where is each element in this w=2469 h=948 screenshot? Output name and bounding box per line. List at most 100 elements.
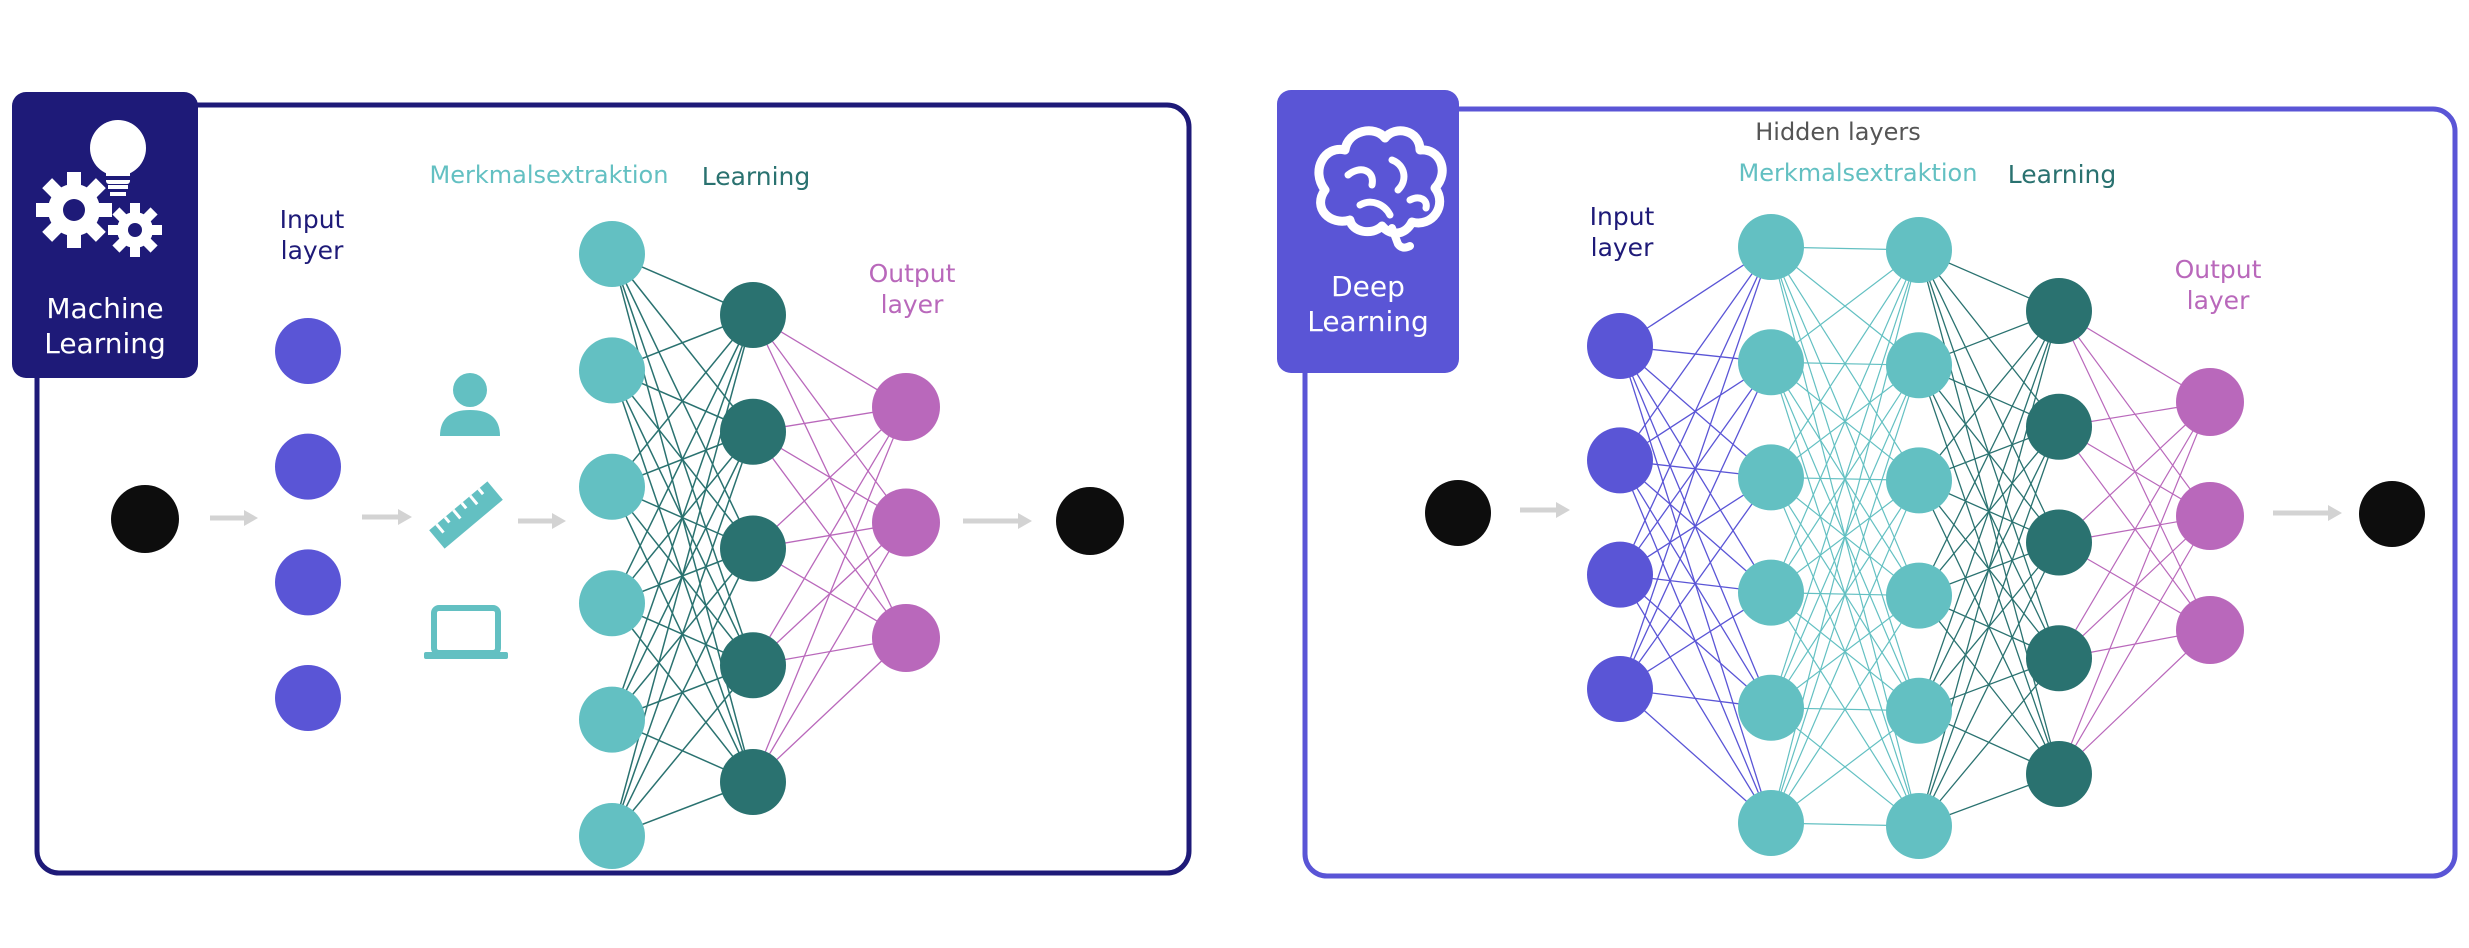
ml-badge-title-line2: Learning xyxy=(44,327,166,360)
output-node xyxy=(872,373,940,441)
feature-learning-edge xyxy=(1918,310,2060,481)
dl-badge-title-line1: Deep xyxy=(1331,270,1405,303)
feature-learning-edge xyxy=(611,431,754,837)
feature-learning-edge xyxy=(1918,310,2060,712)
feature-learning-edge xyxy=(611,314,754,604)
ml-badge-title-line1: Machine xyxy=(46,292,163,325)
feature-node xyxy=(579,337,645,404)
input-node xyxy=(275,433,341,500)
dl-input-label-line1: Input xyxy=(1590,202,1655,231)
feature-node xyxy=(1886,562,1952,629)
feature-node xyxy=(1886,447,1952,514)
dl-frame xyxy=(1302,106,2458,879)
ml-input-label-line2: layer xyxy=(281,236,344,265)
feature-learning-edge xyxy=(611,314,754,488)
input-feature-edge xyxy=(1619,246,1772,690)
feature-node xyxy=(579,686,645,753)
input-node xyxy=(275,665,341,731)
feature-feature-edge xyxy=(1770,480,1920,824)
dl-hidden-layers-label: Hidden layers xyxy=(1755,118,1921,146)
feature-feature-edge xyxy=(1770,249,1920,478)
learning-output-edge xyxy=(2058,426,2211,631)
ml-output-label-line1: Output xyxy=(869,259,956,288)
input-node xyxy=(1587,313,1653,379)
learning-output-edge xyxy=(752,637,907,783)
output-node xyxy=(2176,482,2244,550)
input-node xyxy=(275,549,341,616)
input-feature-edge xyxy=(1619,688,1772,824)
feature-feature-edge xyxy=(1770,595,1920,824)
ml-frame xyxy=(34,102,1192,876)
learning-output-edge xyxy=(752,406,907,783)
input-data-node xyxy=(1425,480,1491,546)
feature-node xyxy=(1886,217,1952,283)
learning-node xyxy=(720,749,786,815)
learning-node xyxy=(2026,393,2092,460)
feature-node xyxy=(579,570,645,637)
brain-icon xyxy=(1314,126,1447,252)
learning-node xyxy=(720,632,786,699)
learning-output-edge xyxy=(752,522,907,783)
learning-node xyxy=(720,515,786,582)
feature-feature-edge xyxy=(1770,365,1920,824)
output-node xyxy=(2176,368,2244,436)
feature-learning-edge xyxy=(611,314,754,837)
flow-arrow xyxy=(963,513,1032,529)
learning-node xyxy=(720,398,786,465)
feature-node xyxy=(1886,793,1952,859)
feature-learning-edge xyxy=(1918,542,2060,827)
input-node xyxy=(1587,541,1653,608)
input-feature-edge xyxy=(1619,246,1772,461)
learning-output-edge xyxy=(2058,629,2211,775)
output-node xyxy=(872,604,940,672)
ml-nodes xyxy=(111,221,1124,869)
dl-feature-label: Merkmalsextraktion xyxy=(1739,159,1978,187)
person-icon xyxy=(440,373,500,436)
output-node xyxy=(2176,596,2244,664)
dl-output-label-line2: layer xyxy=(2187,286,2250,315)
deep-learning-panel: Deep Learning Hidden layers Input layer … xyxy=(1277,90,2458,879)
flow-arrow xyxy=(518,513,566,529)
feature-node xyxy=(1886,332,1952,399)
result-node xyxy=(1056,487,1124,555)
feature-node xyxy=(1738,790,1804,856)
flow-arrow xyxy=(210,510,258,526)
feature-learning-edge xyxy=(1918,657,2060,827)
learning-output-edge xyxy=(752,406,907,549)
laptop-icon xyxy=(424,605,508,659)
feature-node xyxy=(1738,444,1804,511)
ml-arrows xyxy=(210,509,1032,529)
ml-output-label-line2: layer xyxy=(881,290,944,319)
learning-output-edge xyxy=(2058,401,2211,543)
learning-output-edge xyxy=(2058,310,2211,517)
dl-learning-label: Learning xyxy=(2008,160,2117,189)
input-feature-edge xyxy=(1619,477,1772,690)
input-feature-edge xyxy=(1619,246,1772,575)
feature-node xyxy=(579,453,645,520)
feature-learning-edge xyxy=(1918,310,2060,827)
ml-input-label-line1: Input xyxy=(280,205,345,234)
feature-feature-edge xyxy=(1770,249,1920,708)
flow-arrow xyxy=(362,509,412,525)
input-data-node xyxy=(111,485,179,553)
learning-output-edge xyxy=(2058,310,2211,631)
input-node xyxy=(275,318,341,384)
learning-output-edge xyxy=(2058,401,2211,775)
learning-node xyxy=(2026,509,2092,576)
dl-badge-title-line2: Learning xyxy=(1307,305,1429,338)
learning-output-edge xyxy=(2058,401,2211,659)
machine-learning-panel: Machine Learning Input layer Merkmalsext… xyxy=(12,92,1192,876)
input-feature-edge xyxy=(1619,361,1772,690)
learning-node xyxy=(2026,278,2092,344)
dl-nodes xyxy=(1425,214,2425,859)
ml-feature-label: Merkmalsextraktion xyxy=(430,161,669,189)
learning-output-edge xyxy=(752,406,907,666)
feature-feature-edge xyxy=(1770,249,1920,593)
output-node xyxy=(872,488,940,557)
input-node xyxy=(1587,427,1653,494)
feature-learning-edge xyxy=(1918,426,2060,827)
ruler-icon xyxy=(429,481,503,549)
feature-learning-edge xyxy=(611,314,754,720)
learning-node xyxy=(2026,625,2092,692)
